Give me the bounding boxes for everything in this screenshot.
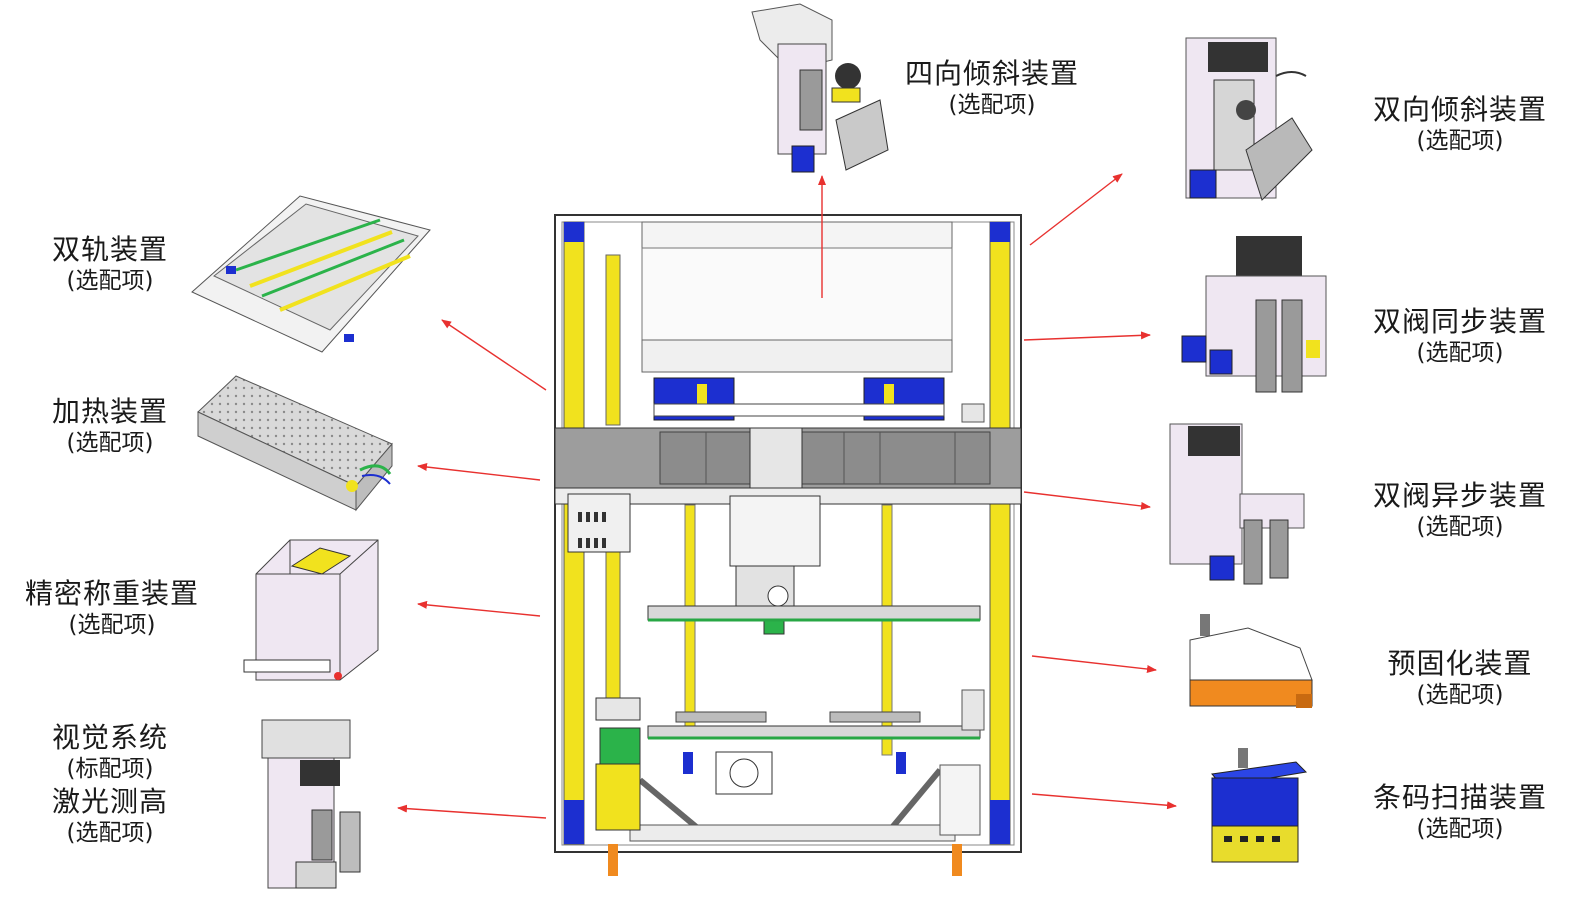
heating-image [197, 375, 393, 512]
dual-valve-sync-title: 双阀同步装置 [1372, 305, 1547, 338]
dual-rail-image [191, 195, 431, 353]
label-dual-rail: 双轨装置 (选配项) [30, 232, 190, 296]
dual-valve-sync-sub: (选配项) [1416, 340, 1504, 366]
arrow-dual-valve-async [1023, 491, 1151, 510]
dual-valve-sync-image [1181, 236, 1327, 393]
pre-curing-title: 预固化装置 [1387, 647, 1533, 680]
heating-title: 加热装置 [51, 395, 168, 428]
dual-valve-async-title: 双阀异步装置 [1372, 479, 1547, 512]
arrow-precision-weighing [417, 600, 541, 617]
dual-valve-async-sub: (选配项) [1416, 514, 1504, 540]
dual-rail-sub: (选配项) [66, 268, 154, 294]
pre-curing-sub: (选配项) [1416, 682, 1504, 708]
label-heating: 加热装置 (选配项) [30, 394, 190, 458]
four-way-tilt-title: 四向倾斜装置 [904, 57, 1079, 90]
laser-height-title: 激光测高 [51, 784, 168, 818]
vision-title: 视觉系统 [51, 721, 168, 754]
two-way-tilt-image [1185, 37, 1313, 201]
callout-arrows [397, 173, 1177, 819]
barcode-sub: (选配项) [1416, 816, 1504, 842]
vision-sub: (标配项) [66, 756, 154, 782]
two-way-tilt-title: 双向倾斜装置 [1372, 93, 1547, 126]
precision-weighing-image [243, 539, 379, 681]
dual-valve-async-image [1169, 423, 1305, 585]
arrow-vision [397, 804, 547, 819]
barcode-scanner-image [1211, 748, 1308, 863]
barcode-title: 条码扫描装置 [1372, 781, 1547, 814]
pre-curing-image [1189, 614, 1313, 708]
two-way-tilt-sub: (选配项) [1416, 128, 1504, 154]
main-machine-frame [554, 214, 1022, 876]
label-precision-weighing: 精密称重装置 (选配项) [14, 576, 210, 640]
label-four-way-tilt: 四向倾斜装置 (选配项) [892, 56, 1092, 120]
arrow-dual-valve-sync [1023, 331, 1151, 341]
laser-height-sub: (选配项) [66, 819, 154, 846]
four-way-tilt-image [751, 3, 889, 173]
arrow-barcode [1031, 793, 1177, 810]
label-barcode: 条码扫描装置 (选配项) [1360, 780, 1560, 844]
arrow-two-way-tilt [1029, 173, 1123, 246]
label-dual-valve-sync: 双阀同步装置 (选配项) [1360, 304, 1560, 368]
four-way-tilt-sub: (选配项) [948, 92, 1036, 118]
precision-weighing-title: 精密称重装置 [24, 577, 199, 610]
arrow-dual-rail [441, 319, 547, 391]
label-vision-laser: 视觉系统 (标配项) 激光测高 (选配项) [30, 720, 190, 848]
vision-laser-image [261, 719, 361, 889]
heating-sub: (选配项) [66, 430, 154, 456]
arrow-pre-curing [1031, 655, 1157, 673]
arrow-heating [417, 463, 541, 481]
label-dual-valve-async: 双阀异步装置 (选配项) [1360, 478, 1560, 542]
precision-weighing-sub: (选配项) [68, 612, 156, 638]
label-two-way-tilt: 双向倾斜装置 (选配项) [1360, 92, 1560, 156]
label-pre-curing: 预固化装置 (选配项) [1360, 646, 1560, 710]
dual-rail-title: 双轨装置 [51, 233, 168, 266]
